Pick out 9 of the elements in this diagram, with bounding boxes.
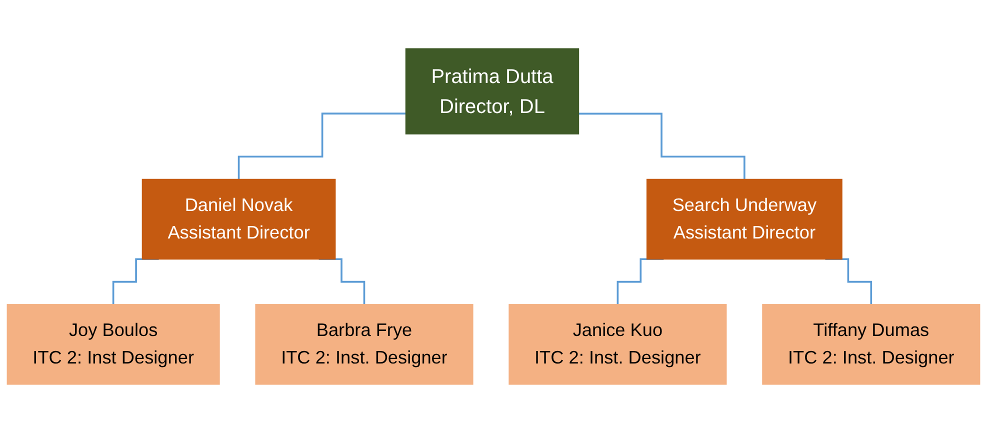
connector xyxy=(238,112,406,180)
connector xyxy=(578,112,746,180)
node-box: Daniel Novak Assistant Director xyxy=(142,178,336,260)
node-box: Tiffany Dumas ITC 2: Inst. Designer xyxy=(762,304,980,385)
node-box: Pratima Dutta Director, DL xyxy=(405,48,580,134)
node-box: Janice Kuo ITC 2: Inst. Designer xyxy=(508,304,727,385)
node-box: Search Underway Assistant Director xyxy=(646,178,842,260)
node-box: Joy Boulos ITC 2: Inst Designer xyxy=(6,304,220,385)
node-box: Barbra Frye ITC 2: Inst. Designer xyxy=(255,304,474,385)
